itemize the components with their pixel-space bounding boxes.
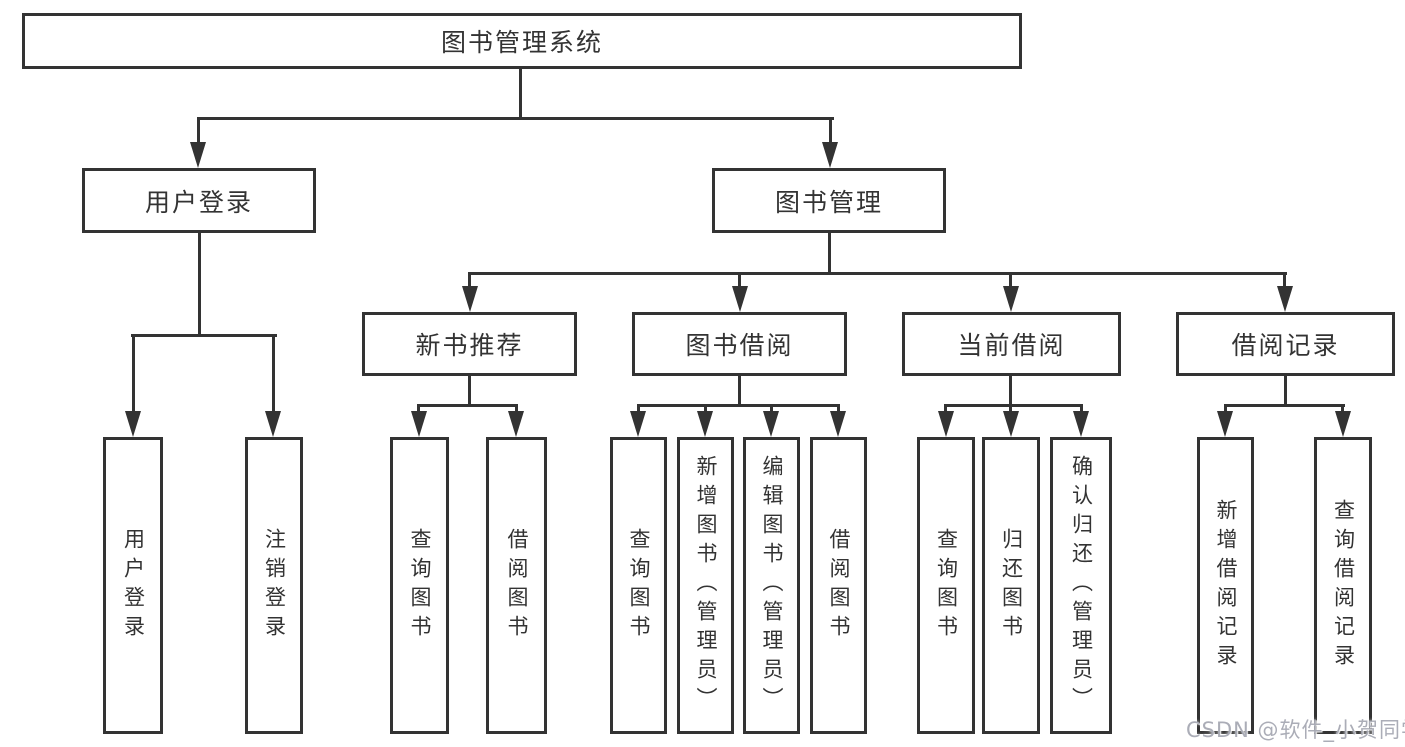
- connector-l3-stub: [738, 272, 741, 288]
- leaf-cur-confirm-return-label: 确认归还（管理员）: [1069, 455, 1094, 716]
- leaf-user-login: 用户登录: [103, 437, 163, 734]
- leaf-borrow-borrow-book-label: 借阅图书: [827, 527, 851, 644]
- arrowhead-down: [265, 411, 281, 437]
- arrowhead-down: [830, 411, 846, 437]
- arrowhead-down: [125, 411, 141, 437]
- node-book-borrow-label: 图书借阅: [685, 331, 794, 360]
- connector-bor-stub: [637, 404, 640, 414]
- arrowhead-down: [1073, 411, 1089, 437]
- leaf-borrow-add-book: 新增图书（管理员）: [677, 437, 734, 734]
- node-current-borrow: 当前借阅: [902, 312, 1121, 376]
- leaf-borrow-edit-book: 编辑图书（管理员）: [743, 437, 800, 734]
- connector-rc-trunk: [1284, 376, 1287, 407]
- connector-cur-hbar: [944, 404, 1083, 407]
- leaf-records-add-record: 新增借阅记录: [1197, 437, 1254, 734]
- connector-rc-stub: [1341, 404, 1344, 414]
- leaf-logout-login: 注销登录: [245, 437, 303, 734]
- node-user-login: 用户登录: [82, 168, 316, 233]
- watermark: CSDN @软件_小贺同学: [1186, 718, 1405, 742]
- connector-bor-stub: [704, 404, 707, 414]
- connector-bor-hbar: [637, 404, 840, 407]
- arrowhead-down: [732, 286, 748, 312]
- connector-bor-stub: [837, 404, 840, 414]
- leaf-records-query-record: 查询借阅记录: [1314, 437, 1372, 734]
- connector-l3-hbar: [468, 272, 1287, 275]
- leaf-records-query-record-label: 查询借阅记录: [1331, 498, 1356, 673]
- connector-bor-stub: [770, 404, 773, 414]
- arrowhead-down: [822, 142, 838, 168]
- connector-rc-hbar: [1224, 404, 1345, 407]
- arrowhead-down: [508, 411, 524, 437]
- connector-l2-hbar: [197, 117, 834, 120]
- leaf-rec-borrow-book: 借阅图书: [486, 437, 547, 734]
- connector-rc-stub: [1224, 404, 1227, 414]
- connector-userlogin-trunk: [198, 233, 201, 337]
- node-book-mgmt: 图书管理: [712, 168, 946, 233]
- connector-userlogin-hbar: [131, 334, 277, 337]
- connector-l2-left-stub: [197, 117, 200, 145]
- node-book-mgmt-label: 图书管理: [774, 187, 883, 217]
- leaf-cur-return-book: 归还图书: [982, 437, 1040, 734]
- connector-rec-stub: [515, 404, 518, 414]
- connector-cur-trunk: [1009, 376, 1012, 407]
- leaf-cur-query-book: 查询图书: [917, 437, 975, 734]
- leaf-rec-query-book-label: 查询图书: [408, 527, 432, 644]
- connector-l3-stub: [1009, 272, 1012, 288]
- arrowhead-down: [411, 411, 427, 437]
- connector-cur-stub: [1080, 404, 1083, 414]
- leaf-borrow-borrow-book: 借阅图书: [810, 437, 867, 734]
- arrowhead-down: [630, 411, 646, 437]
- connector-cur-stub: [1009, 404, 1012, 414]
- leaf-borrow-query-book: 查询图书: [610, 437, 667, 734]
- node-user-login-label: 用户登录: [144, 187, 253, 217]
- node-book-borrow: 图书借阅: [632, 312, 847, 376]
- arrowhead-down: [1335, 411, 1351, 437]
- leaf-cur-return-book-label: 归还图书: [999, 527, 1024, 644]
- connector-root-trunk: [519, 69, 522, 120]
- arrowhead-down: [763, 411, 779, 437]
- leaf-cur-confirm-return: 确认归还（管理员）: [1050, 437, 1112, 734]
- leaf-borrow-add-book-label: 新增图书（管理员）: [694, 455, 718, 716]
- node-borrow-records-label: 借阅记录: [1231, 331, 1340, 360]
- connector-userlogin-left-stub: [132, 334, 135, 414]
- connector-l3-stub: [1283, 272, 1286, 288]
- connector-l3-stub: [468, 272, 471, 288]
- connector-rec-trunk: [468, 376, 471, 407]
- leaf-records-add-record-label: 新增借阅记录: [1214, 498, 1238, 673]
- node-new-book-recommend-label: 新书推荐: [415, 331, 524, 360]
- arrowhead-down: [1003, 286, 1019, 312]
- connector-cur-stub: [944, 404, 947, 414]
- connector-bookmgmt-trunk: [828, 233, 831, 275]
- connector-rec-stub: [417, 404, 420, 414]
- leaf-borrow-query-book-label: 查询图书: [627, 527, 651, 644]
- node-current-borrow-label: 当前借阅: [957, 331, 1066, 360]
- leaf-cur-query-book-label: 查询图书: [934, 527, 959, 644]
- arrowhead-down: [697, 411, 713, 437]
- leaf-rec-borrow-book-label: 借阅图书: [505, 527, 529, 644]
- arrowhead-down: [190, 142, 206, 168]
- leaf-logout-login-label: 注销登录: [262, 527, 287, 644]
- arrowhead-down: [938, 411, 954, 437]
- node-new-book-recommend: 新书推荐: [362, 312, 577, 376]
- leaf-borrow-edit-book-label: 编辑图书（管理员）: [760, 455, 784, 716]
- node-root-label: 图书管理系统: [440, 28, 603, 57]
- connector-l2-right-stub: [829, 117, 832, 145]
- arrowhead-down: [1003, 411, 1019, 437]
- node-root: 图书管理系统: [22, 13, 1022, 69]
- node-borrow-records: 借阅记录: [1176, 312, 1395, 376]
- connector-bor-trunk: [738, 376, 741, 407]
- arrowhead-down: [1277, 286, 1293, 312]
- arrowhead-down: [1217, 411, 1233, 437]
- arrowhead-down: [462, 286, 478, 312]
- connector-userlogin-right-stub: [272, 334, 275, 414]
- leaf-rec-query-book: 查询图书: [390, 437, 449, 734]
- connector-rec-hbar: [417, 404, 518, 407]
- leaf-user-login-label: 用户登录: [121, 527, 146, 644]
